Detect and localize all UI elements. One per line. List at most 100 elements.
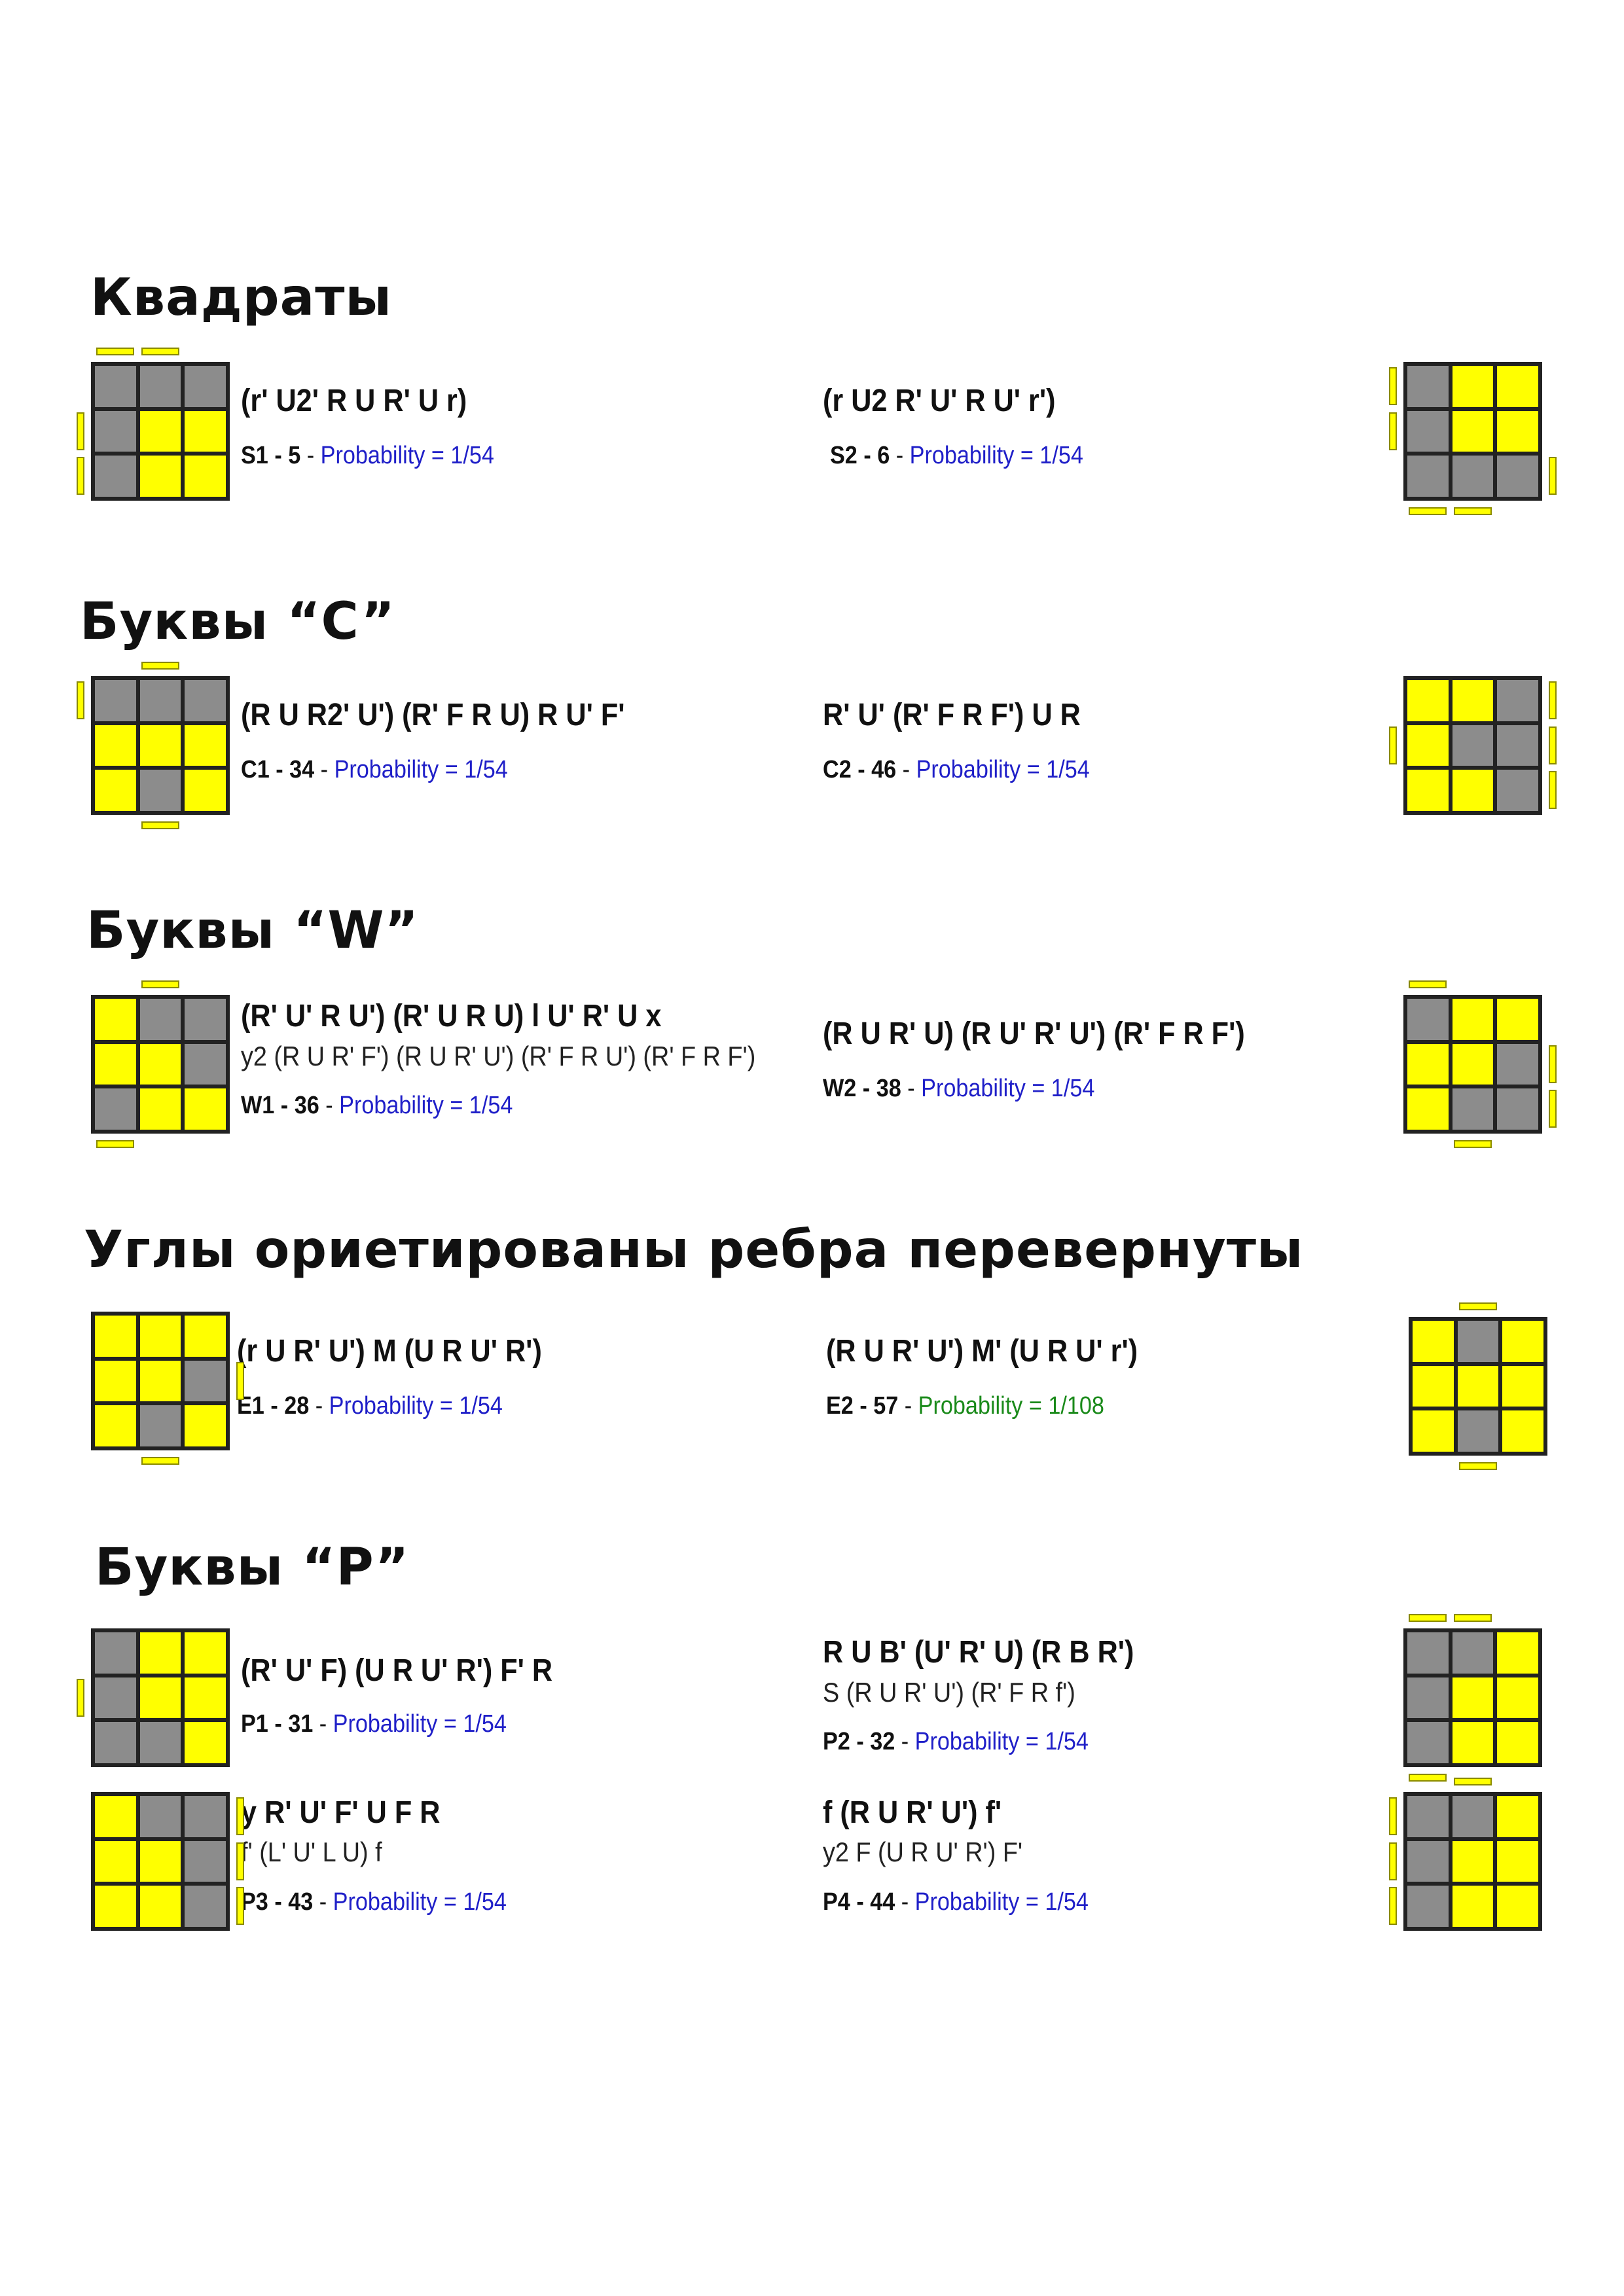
case-id-e2: E2 - 57 [826, 1392, 899, 1420]
yellow-sticker [1407, 770, 1449, 811]
case-id-s1: S1 - 5 [241, 442, 301, 469]
side-sticker-top [1409, 1614, 1447, 1622]
case-id-e1: E1 - 28 [237, 1392, 310, 1420]
yellow-sticker [1502, 1365, 1543, 1407]
side-sticker-left [77, 1678, 84, 1717]
yellow-sticker [185, 1088, 226, 1130]
case-separator: - [895, 1728, 915, 1755]
case-label-c1: C1 - 34 - Probability = 1/54 [241, 756, 508, 784]
side-sticker-bottom [1453, 507, 1492, 515]
grey-sticker [1407, 1677, 1449, 1719]
side-sticker-right [1549, 726, 1557, 764]
side-sticker-right [1549, 1045, 1557, 1083]
grey-sticker [1497, 680, 1538, 721]
side-sticker-right [1549, 1090, 1557, 1128]
grey-sticker [95, 1632, 136, 1674]
grey-sticker [95, 1677, 136, 1719]
grey-sticker [1407, 1722, 1449, 1763]
yellow-sticker [1502, 1321, 1543, 1362]
probability-w2: Probability = 1/54 [921, 1075, 1095, 1102]
grey-sticker [95, 680, 136, 721]
case-label-s2: S2 - 6 - Probability = 1/54 [830, 442, 1083, 470]
yellow-sticker [95, 999, 136, 1040]
side-sticker-right [1549, 771, 1557, 810]
yellow-sticker [1452, 680, 1494, 721]
case-label-p2: P2 - 32 - Probability = 1/54 [823, 1728, 1089, 1756]
yellow-sticker [1497, 1886, 1538, 1927]
case-id-p3: P3 - 43 [241, 1888, 314, 1916]
grey-sticker [185, 1796, 226, 1837]
case-id-c2: C2 - 46 [823, 756, 897, 783]
probability-c2: Probability = 1/54 [916, 756, 1090, 783]
side-sticker-bottom [1409, 507, 1447, 515]
side-sticker-top [96, 348, 134, 355]
yellow-sticker [1452, 1722, 1494, 1763]
side-sticker-top [141, 662, 179, 670]
probability-p4: Probability = 1/54 [914, 1888, 1089, 1916]
section-title-p: Буквы “P” [95, 1538, 410, 1597]
yellow-sticker [95, 1360, 136, 1402]
probability-c1: Probability = 1/54 [334, 756, 508, 783]
grey-sticker [1497, 1043, 1538, 1085]
side-sticker-left [1389, 412, 1397, 450]
yellow-sticker [1452, 1043, 1494, 1085]
cube-diagram-p3 [91, 1792, 230, 1931]
side-sticker-left [1389, 1887, 1397, 1926]
case-id-c1: C1 - 34 [241, 756, 315, 783]
yellow-sticker [139, 1840, 181, 1882]
cube-diagram-e2 [1409, 1317, 1547, 1456]
grey-sticker [1407, 1796, 1449, 1837]
grey-sticker [1457, 1410, 1499, 1452]
grey-sticker [139, 366, 181, 407]
alternative-algorithm-p3: f' (L' U' L U) f [241, 1837, 382, 1867]
case-label-w1: W1 - 36 - Probability = 1/54 [241, 1092, 513, 1120]
yellow-sticker [139, 1088, 181, 1130]
case-separator: - [898, 1392, 918, 1420]
yellow-sticker [1452, 1886, 1494, 1927]
yellow-sticker [1407, 1043, 1449, 1085]
grey-sticker [1407, 1886, 1449, 1927]
side-sticker-right [236, 1842, 244, 1880]
yellow-sticker [1497, 1840, 1538, 1882]
case-label-p1: P1 - 31 - Probability = 1/54 [241, 1710, 507, 1738]
cube-diagram-s2 [1403, 362, 1542, 501]
side-sticker-left [1389, 1797, 1397, 1835]
section-title-c: Буквы “C” [80, 592, 395, 651]
algorithm-e2: (R U R' U') M' (U R U' r') [826, 1334, 1138, 1369]
side-sticker-bottom [1409, 1774, 1447, 1782]
yellow-sticker [139, 1360, 181, 1402]
case-label-e2: E2 - 57 - Probability = 1/108 [826, 1392, 1104, 1420]
algorithm-p3: y R' U' F' U F R [241, 1795, 441, 1830]
grey-sticker [1407, 410, 1449, 452]
side-sticker-left [77, 681, 84, 719]
side-sticker-bottom [96, 1140, 134, 1148]
grey-sticker [139, 770, 181, 811]
yellow-sticker [1497, 1632, 1538, 1674]
yellow-sticker [1497, 410, 1538, 452]
side-sticker-bottom [141, 821, 179, 829]
algorithm-c1: (R U R2' U') (R' F R U) R U' F' [241, 698, 625, 732]
case-label-p3: P3 - 43 - Probability = 1/54 [241, 1888, 507, 1916]
yellow-sticker [95, 1840, 136, 1882]
case-separator: - [314, 756, 334, 783]
grey-sticker [185, 1886, 226, 1927]
grey-sticker [185, 366, 226, 407]
grey-sticker [1407, 456, 1449, 497]
algorithm-s1: (r' U2' R U R' U r) [241, 384, 467, 418]
yellow-sticker [1407, 725, 1449, 766]
probability-s1: Probability = 1/54 [320, 442, 494, 469]
side-sticker-right [236, 1887, 244, 1926]
yellow-sticker [1497, 1722, 1538, 1763]
case-separator: - [890, 442, 910, 469]
side-sticker-left [1389, 367, 1397, 405]
grey-sticker [1452, 1796, 1494, 1837]
case-label-w2: W2 - 38 - Probability = 1/54 [823, 1075, 1094, 1103]
algorithm-s2: (r U2 R' U' R U' r') [823, 384, 1056, 418]
case-separator: - [313, 1888, 333, 1916]
cube-diagram-e1 [91, 1312, 230, 1450]
yellow-sticker [95, 1796, 136, 1837]
cube-diagram-w2 [1403, 995, 1542, 1134]
side-sticker-right [236, 1797, 244, 1835]
yellow-sticker [1452, 410, 1494, 452]
grey-sticker [95, 366, 136, 407]
